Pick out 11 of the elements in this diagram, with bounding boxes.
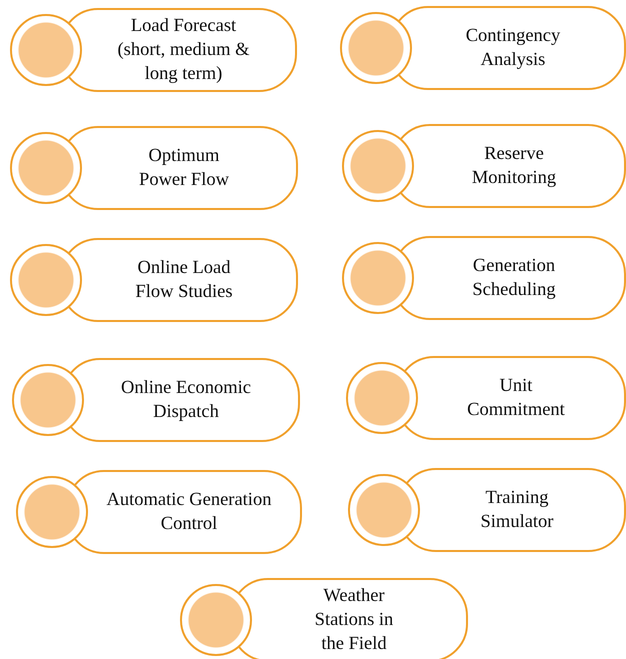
circle-and-pill-box: Online Economic Dispatch [12,358,300,442]
circle-and-pill-box: Optimum Power Flow [10,126,298,210]
circle-and-pill-box: Automatic Generation Control [16,470,302,554]
circle-and-pill-box: Training Simulator [348,468,626,552]
circle-and-pill-box: Reserve Monitoring [342,124,626,208]
circle-and-pill-box: Weather Stations in the Field [180,578,468,659]
circle-and-pill-box: Unit Commitment [346,356,626,440]
circle-and-pill-box: Online Load Flow Studies [10,238,298,322]
circle-and-pill-box: Contingency Analysis [340,6,626,90]
circle-and-pill-box: Load Forecast (short, medium & long term) [10,8,297,92]
circle-and-pill-box: Generation Scheduling [342,236,626,320]
